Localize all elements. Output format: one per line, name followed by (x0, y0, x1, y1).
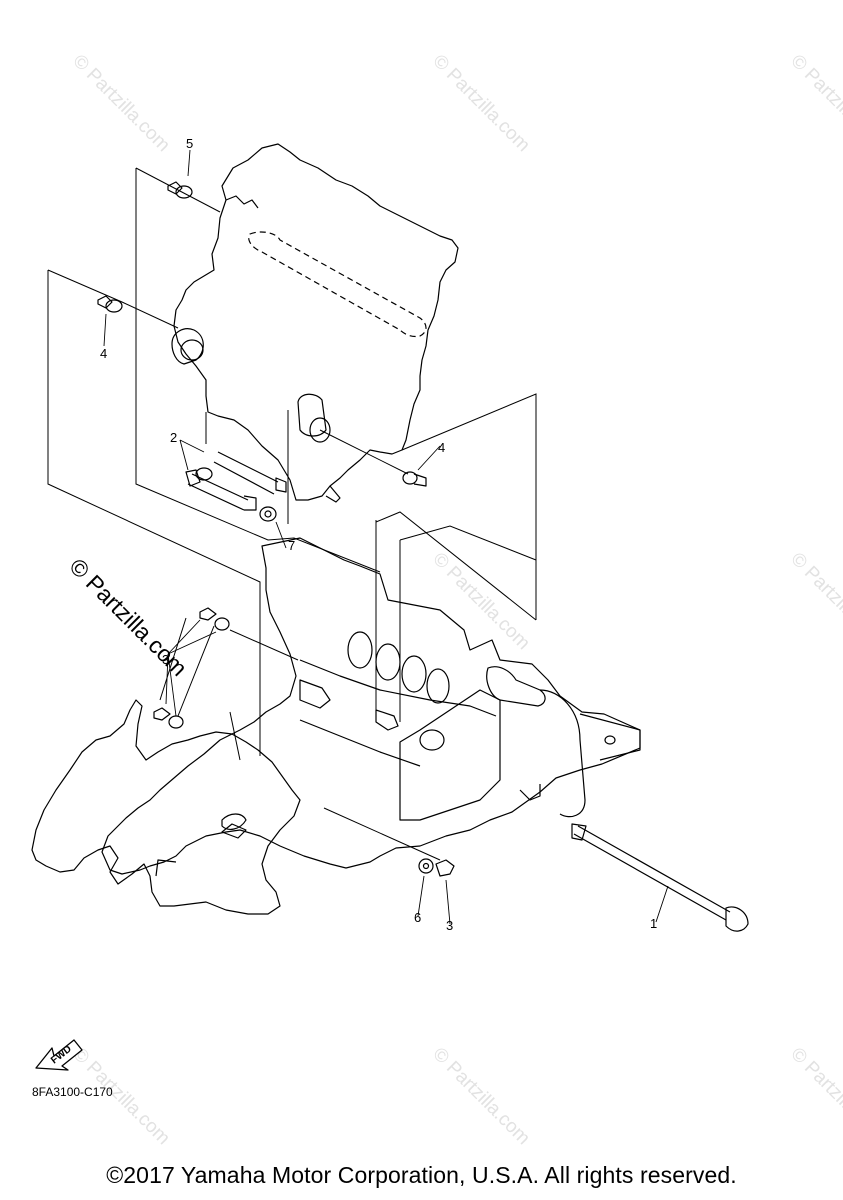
watermark-text: © Partzilla.com (786, 51, 843, 156)
frame-side-plate (31, 699, 301, 915)
callout-labels: 5 4 2 4 7 3 6 3 1 (100, 136, 657, 933)
watermark-text: © Partzilla.com (786, 549, 843, 654)
watermark-prominent: © Partzilla.com (64, 553, 192, 681)
part-6-washer-3-nut (418, 858, 455, 877)
copyright-notice: ©2017 Yamaha Motor Corporation, U.S.A. A… (106, 1162, 737, 1188)
engine-block (171, 143, 459, 503)
part-7-collar (259, 506, 277, 522)
part-2-bolts (185, 451, 287, 511)
callout-5: 5 (186, 136, 193, 151)
callout-2: 2 (170, 430, 177, 445)
watermark-text: © Partzilla.com (68, 51, 173, 156)
assembly-lines (47, 167, 537, 861)
watermark-text: © Partzilla.com (786, 1044, 843, 1149)
part-1-long-bolt (571, 823, 749, 932)
callout-4-upper: 4 (100, 346, 107, 361)
callout-7: 7 (288, 538, 295, 553)
callout-1: 1 (650, 916, 657, 931)
fasteners (97, 181, 749, 932)
watermark-text: © Partzilla.com (428, 549, 533, 654)
diagram-code: 8FA3100-C170 (32, 1085, 113, 1099)
leader-lines (103, 149, 669, 925)
callout-6: 6 (414, 910, 421, 925)
watermark-layer: © Partzilla.com © Partzilla.com © Partzi… (68, 51, 843, 1149)
fwd-arrow: FWD (35, 1039, 83, 1071)
part-4-bolt-upper (97, 295, 123, 313)
callout-3-lower: 3 (446, 918, 453, 933)
part-4-bolt-right (402, 471, 427, 487)
watermark-text: © Partzilla.com (428, 1044, 533, 1149)
callout-4-right: 4 (438, 440, 445, 455)
watermark-text: © Partzilla.com (428, 51, 533, 156)
callout-3-left: 3 (162, 652, 169, 667)
engine-mount-bracket (101, 537, 641, 875)
